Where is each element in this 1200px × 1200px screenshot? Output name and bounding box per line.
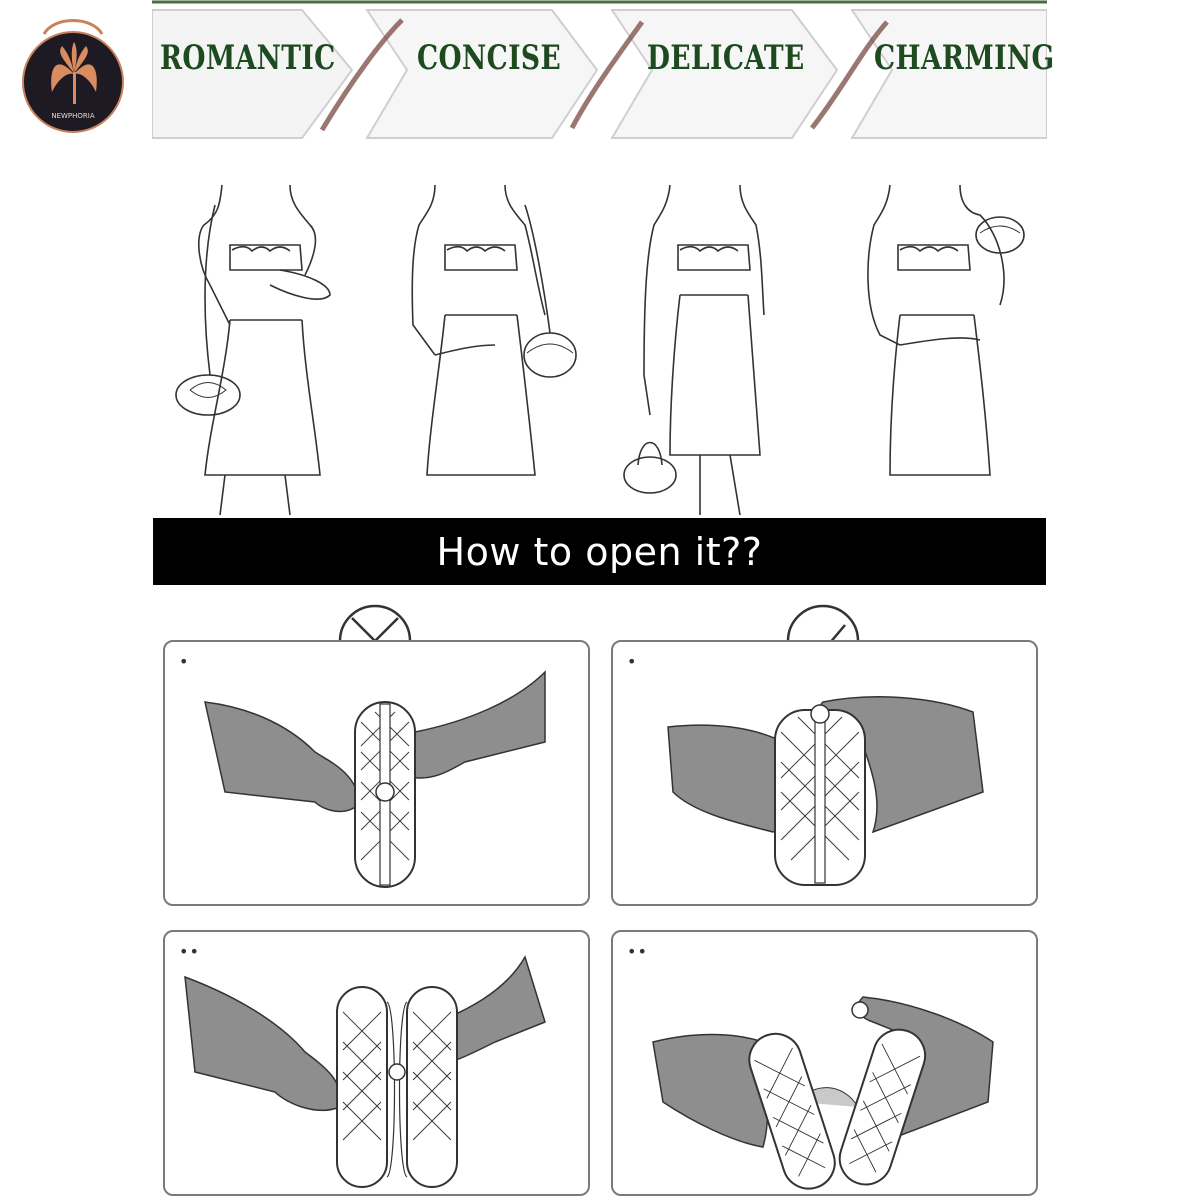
how-to-open-title: How to open it?? bbox=[436, 529, 763, 574]
step-panel-right-1: • bbox=[611, 640, 1038, 906]
step-panel-right-2: •• bbox=[611, 930, 1038, 1196]
newphoria-logo: NEWPHORIA bbox=[22, 19, 124, 133]
ribbon-word-delicate: DELICATE bbox=[647, 38, 805, 78]
step-marker: • bbox=[179, 652, 190, 671]
feature-ribbon: ROMANTIC CONCISE DELICATE CHARMING bbox=[152, 0, 1054, 150]
step-marker: • bbox=[627, 652, 638, 671]
panel-illustration bbox=[667, 696, 984, 886]
figure-3 bbox=[623, 184, 765, 515]
step-panel-wrong-1: • bbox=[163, 640, 590, 906]
ribbon-shape bbox=[152, 0, 1047, 139]
panel-illustration bbox=[652, 996, 994, 1190]
logo-text: NEWPHORIA bbox=[51, 112, 95, 120]
panel-illustration bbox=[204, 670, 546, 888]
figure-4 bbox=[867, 184, 1025, 476]
figure-2 bbox=[411, 184, 577, 476]
step-panel-wrong-2: •• bbox=[163, 930, 590, 1196]
panel-illustration bbox=[184, 955, 546, 1188]
ribbon-word-romantic: ROMANTIC bbox=[160, 38, 336, 78]
step-marker: •• bbox=[179, 942, 200, 961]
step-marker: •• bbox=[627, 942, 648, 961]
ribbon-word-charming: CHARMING bbox=[874, 38, 1055, 78]
how-to-open-banner: How to open it?? bbox=[153, 518, 1046, 585]
figure-1 bbox=[175, 184, 331, 515]
ribbon-word-concise: CONCISE bbox=[417, 38, 562, 78]
dress-figures-illustration bbox=[175, 184, 1025, 515]
